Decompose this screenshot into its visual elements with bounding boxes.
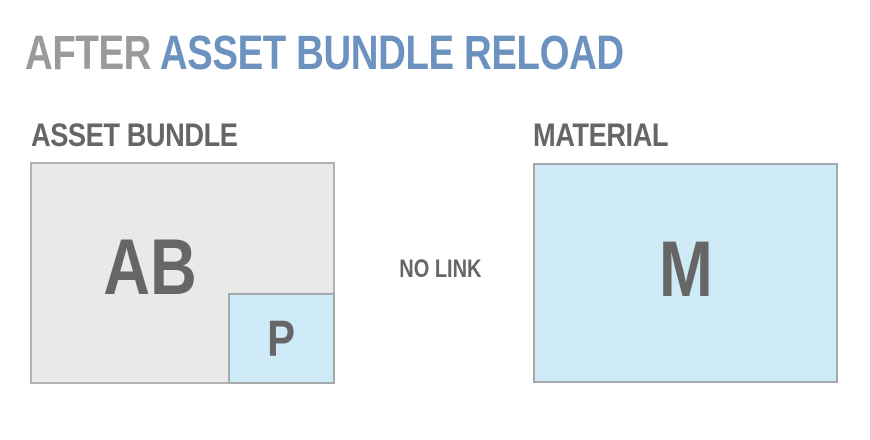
- material-letter: M: [658, 223, 713, 313]
- title-main: ASSET BUNDLE RELOAD: [159, 27, 624, 80]
- material-label: MATERIAL: [533, 117, 669, 153]
- title-prefix: AFTER: [25, 27, 160, 80]
- prefab-box: P: [228, 293, 335, 384]
- asset-bundle-letter: AB: [103, 221, 197, 311]
- page-title: AFTER ASSET BUNDLE RELOAD: [25, 26, 773, 81]
- no-link-label: NO LINK: [398, 255, 482, 283]
- asset-bundle-box: AB P: [30, 162, 335, 384]
- prefab-letter: P: [267, 310, 296, 367]
- material-box: M: [533, 163, 838, 383]
- asset-bundle-label: ASSET BUNDLE: [31, 117, 238, 153]
